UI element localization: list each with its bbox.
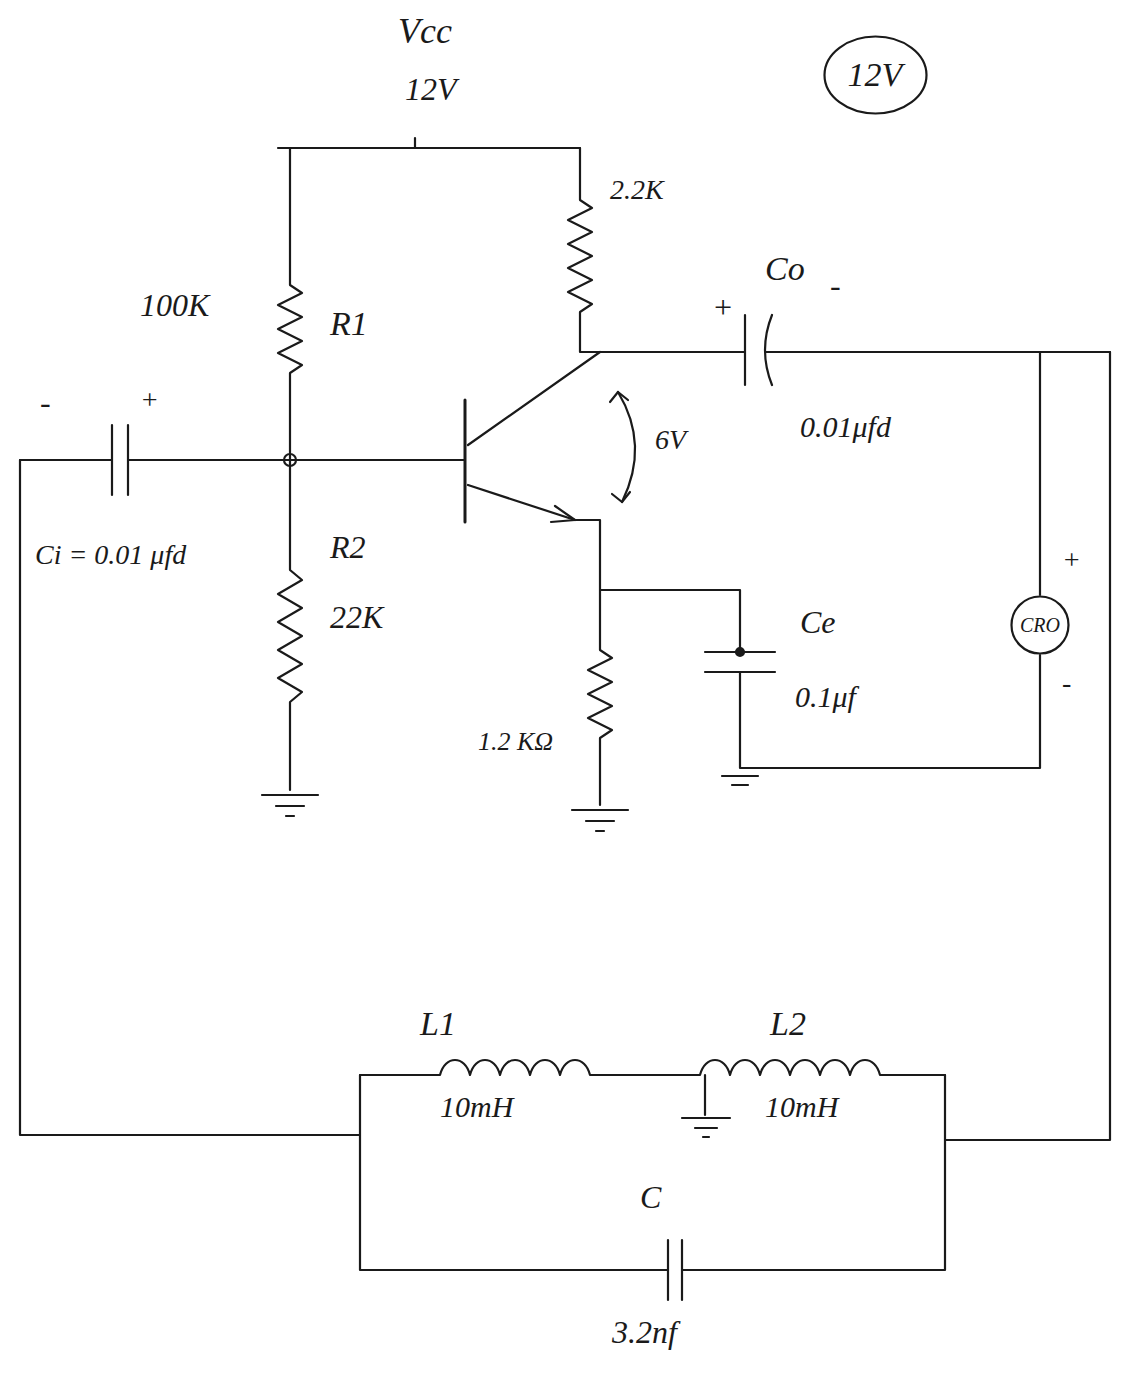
transistor-base [464, 400, 467, 522]
emitter-arrow [551, 506, 575, 522]
transistor-emitter [468, 485, 575, 520]
circuit-label: R2 [330, 530, 366, 565]
inductor-symbol [360, 1060, 945, 1075]
center-tap [704, 1075, 706, 1115]
circuit-label: + [1062, 545, 1081, 576]
ground-symbol [722, 776, 758, 785]
ground-wire [740, 655, 1040, 768]
capacitor-plate [765, 315, 772, 385]
capacitor-plate [111, 425, 113, 495]
emitter-node-wire [600, 590, 740, 650]
ground-symbol [262, 795, 318, 816]
capacitor-plate [127, 425, 129, 495]
circuit-label: - [40, 385, 51, 420]
circuit-label: 2.2K [610, 175, 664, 206]
voltage-arrow-heads [610, 392, 630, 502]
node-text: 12V [848, 56, 903, 93]
circuit-label: 100K [140, 288, 209, 323]
circuit-label: 3.2nf [612, 1315, 677, 1350]
circuit-label: 10mH [440, 1090, 513, 1123]
emitter-wire [575, 520, 600, 590]
node-outline-shape [1012, 597, 1069, 654]
vcc-tap [414, 138, 416, 148]
circuit-label: L2 [770, 1005, 806, 1042]
circled-label: CRO [1010, 595, 1070, 655]
circuit-label: R1 [330, 305, 368, 342]
circuit-label: 0.1μf [795, 680, 856, 713]
transistor-collector [468, 352, 600, 445]
junction-dot [736, 648, 744, 656]
ground-symbol [572, 810, 628, 831]
base-wire [20, 459, 465, 461]
vcc-rail [278, 147, 580, 149]
feedback-wire [945, 352, 1110, 1140]
circuit-label: 22K [330, 600, 383, 635]
circuit-label: + [140, 385, 159, 416]
capacitor-plate [681, 1240, 683, 1300]
circuit-label: 1.2 KΩ [478, 728, 553, 757]
node-text: CRO [1020, 614, 1060, 636]
capacitor-plate [667, 1240, 669, 1300]
circuit-label: 0.01μfd [800, 410, 891, 443]
resistor-symbol [278, 148, 302, 460]
resistor-symbol [278, 460, 302, 790]
circuit-label: C [640, 1180, 661, 1215]
circuit-label: L1 [420, 1005, 456, 1042]
tank-wire [360, 1075, 945, 1270]
feedback-wire [20, 460, 360, 1135]
node-outline-shape [824, 37, 926, 114]
output-wire [600, 351, 1110, 353]
circuit-label: Co [765, 250, 805, 287]
voltage-arrow [618, 392, 635, 502]
circuit-label: + [712, 290, 734, 325]
resistor-symbol [568, 148, 600, 352]
circuit-label: Ce [800, 605, 836, 640]
circuit-label: - [830, 268, 841, 303]
circuit-label: 12V [405, 72, 457, 107]
circuit-label: 10mH [765, 1090, 838, 1123]
circuit-label: Ci = 0.01 μfd [35, 540, 186, 571]
circuit-label: Vcc [398, 12, 452, 52]
capacitor-plate [744, 315, 746, 385]
circuit-label: 6V [655, 425, 686, 456]
circuit-label: - [1062, 668, 1071, 699]
resistor-symbol [588, 590, 612, 805]
circled-label: 12V [823, 35, 928, 115]
ground-symbol [682, 1118, 730, 1137]
cro-wire [1039, 352, 1041, 595]
